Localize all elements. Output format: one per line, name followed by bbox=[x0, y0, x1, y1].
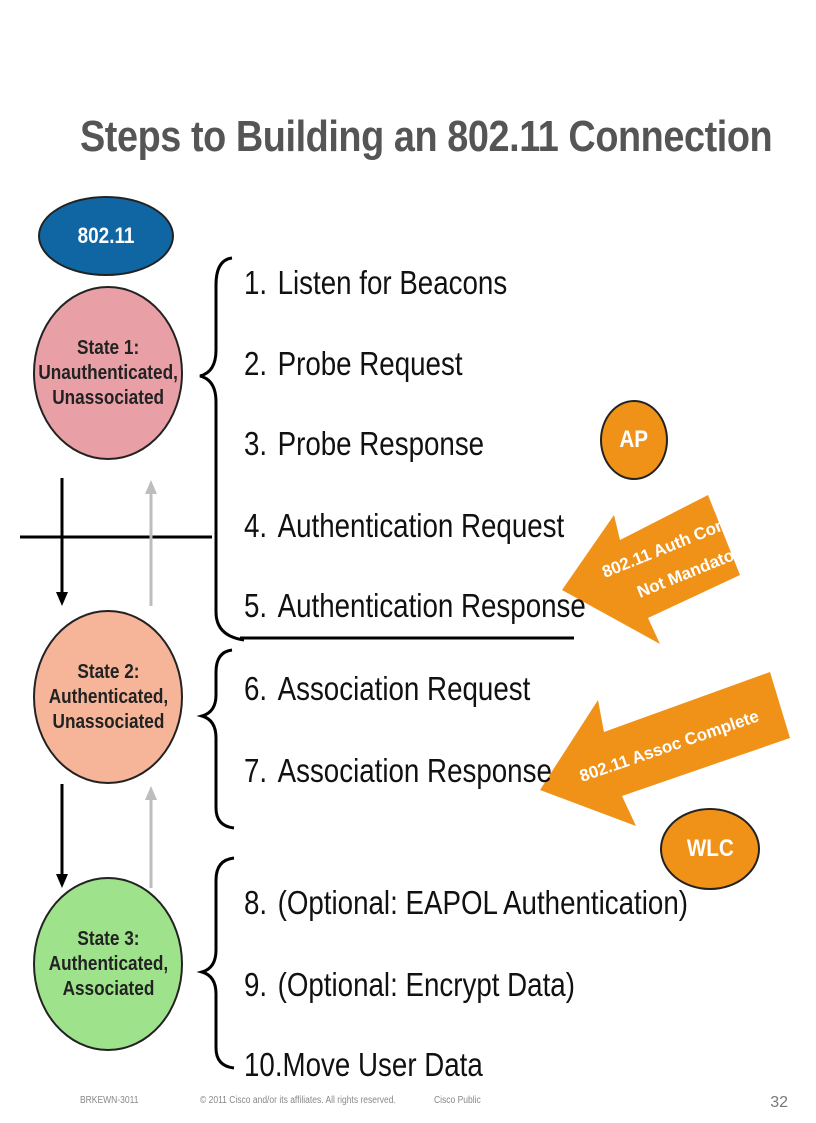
step-3: 3.Probe Response bbox=[244, 425, 485, 462]
state-3-title: State 3: bbox=[76, 927, 140, 950]
down-arrow-1-icon bbox=[56, 478, 68, 606]
state-3-node: State 3: Authenticated, Associated bbox=[33, 877, 183, 1051]
state-2-line2: Authenticated, bbox=[48, 685, 168, 708]
assoc-complete-arrow: 802.11 Assoc Complete bbox=[540, 672, 790, 826]
down-arrow-2-icon bbox=[56, 784, 68, 888]
brace-state2 bbox=[196, 648, 235, 830]
step-9: 9.(Optional: Encrypt Data) bbox=[244, 966, 575, 1003]
state-2-title: State 2: bbox=[76, 660, 140, 683]
state-3-line3: Associated bbox=[62, 977, 154, 1000]
auth-complete-arrow: 802.11 Auth Complete, Not Mandatory bbox=[562, 495, 774, 644]
up-arrow-1-icon bbox=[145, 480, 157, 606]
protocol-badge: 802.11 bbox=[38, 196, 174, 276]
state-2-node: State 2: Authenticated, Unassociated bbox=[33, 610, 183, 784]
state-1-node: State 1: Unauthenticated, Unassociated bbox=[33, 286, 183, 460]
step-7: 7.Association Response bbox=[244, 752, 552, 789]
brace-state1 bbox=[199, 256, 245, 642]
state-1-line2: Unauthenticated, bbox=[38, 361, 178, 384]
up-arrow-2-icon bbox=[145, 786, 157, 888]
step-10: 10.Move User Data bbox=[244, 1046, 483, 1083]
footer-code: BRKEWN-3011 bbox=[80, 1095, 139, 1106]
state-1-title: State 1: bbox=[76, 336, 140, 359]
step-1: 1.Listen for Beacons bbox=[244, 264, 508, 301]
step-6: 6.Association Request bbox=[244, 670, 531, 707]
wlc-node: WLC bbox=[660, 808, 760, 890]
ap-node: AP bbox=[600, 400, 668, 480]
step-5: 5.Authentication Response bbox=[244, 587, 586, 624]
page-title: Steps to Building an 802.11 Connection bbox=[80, 112, 773, 161]
footer-copyright: © 2011 Cisco and/or its affiliates. All … bbox=[200, 1095, 396, 1106]
brace-state3 bbox=[196, 856, 235, 1070]
step-8: 8.(Optional: EAPOL Authentication) bbox=[244, 884, 688, 921]
page-number: 32 bbox=[770, 1094, 788, 1111]
state-3-line2: Authenticated, bbox=[48, 952, 168, 975]
state-2-line3: Unassociated bbox=[52, 710, 164, 733]
footer-classification: Cisco Public bbox=[434, 1095, 481, 1106]
step-2: 2.Probe Request bbox=[244, 345, 463, 382]
state-1-line3: Unassociated bbox=[52, 386, 164, 409]
step-4: 4.Authentication Request bbox=[244, 507, 565, 544]
